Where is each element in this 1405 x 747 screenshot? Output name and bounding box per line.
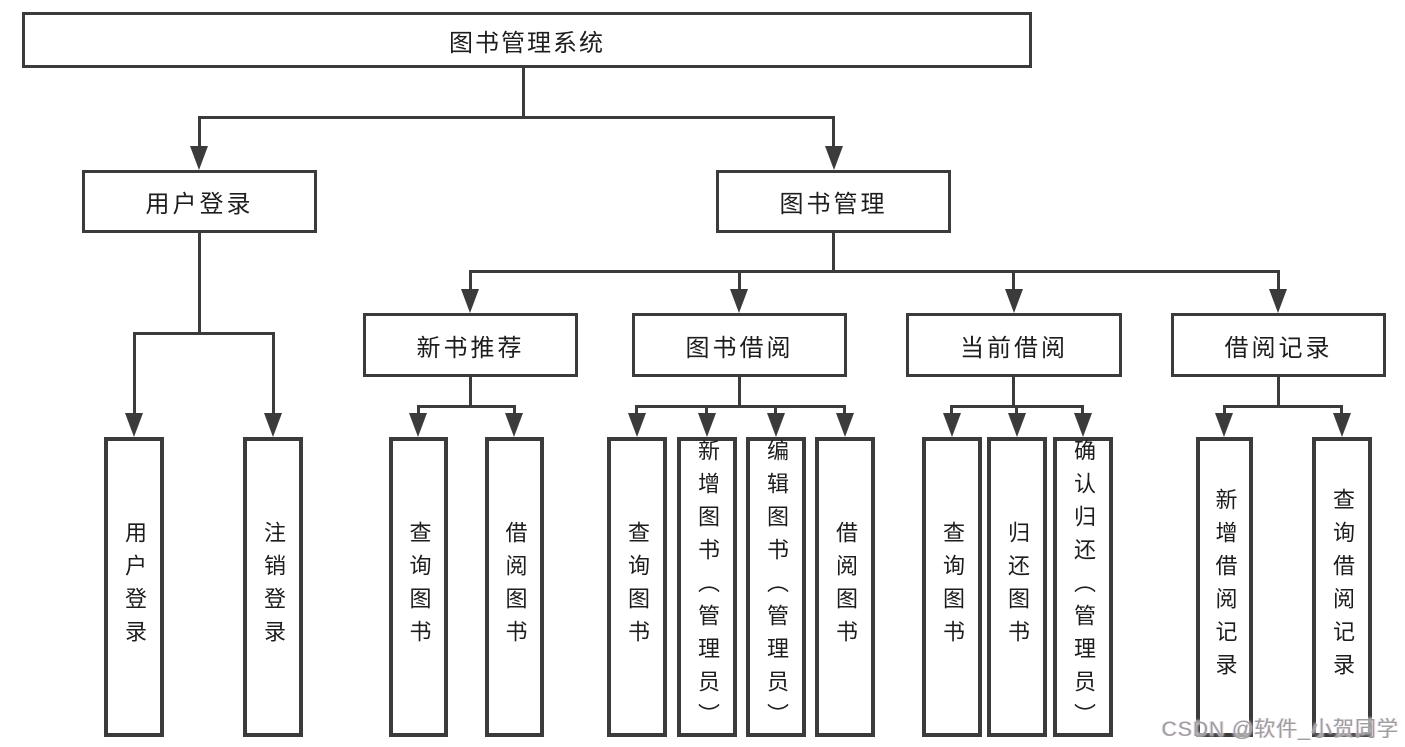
arrowhead [1333, 413, 1351, 437]
connector-level2-branch [198, 116, 835, 119]
connector-stem [469, 377, 472, 408]
connector-arrow-stem [1340, 405, 1343, 417]
connector-branch [1223, 405, 1343, 408]
node-label: 图书管理 [779, 191, 888, 218]
leaf-label: 查询图书 [625, 521, 650, 653]
connector-arrow-stem [950, 405, 953, 417]
connector-arrow-stem [705, 405, 708, 417]
connector-arrow-stem [832, 116, 835, 150]
leaf-add-book-admin: 新增图书（管理员） [677, 437, 737, 737]
arrowhead [698, 413, 716, 437]
connector-arrow-stem [469, 270, 472, 294]
connector-arrow-stem [133, 332, 136, 417]
leaf-logout-login: 注销登录 [243, 437, 303, 737]
node-book-management: 图书管理 [716, 170, 951, 233]
connector-arrow-stem [774, 405, 777, 417]
connector-branch [417, 405, 516, 408]
arrowhead [1215, 413, 1233, 437]
leaf-label: 用户登录 [122, 521, 147, 653]
connector-branch [635, 405, 846, 408]
connector-stem [1012, 377, 1015, 408]
leaf-add-borrow-record: 新增借阅记录 [1196, 437, 1253, 737]
leaf-label: 编辑图书（管理员） [764, 438, 789, 736]
node-label: 用户登录 [145, 191, 254, 218]
leaf-return-books: 归还图书 [987, 437, 1047, 737]
arrowhead [628, 413, 646, 437]
arrowhead [461, 289, 479, 313]
node-new-book-recommendation: 新书推荐 [363, 313, 578, 377]
connector-arrow-stem [738, 270, 741, 294]
leaf-label: 新增借阅记录 [1212, 488, 1238, 686]
leaf-query-books-recommend: 查询图书 [389, 437, 448, 737]
arrowhead [1005, 289, 1023, 313]
leaf-label: 新增图书（管理员） [695, 438, 720, 736]
leaf-label: 确认归还（管理员） [1071, 438, 1096, 736]
leaf-user-login: 用户登录 [104, 437, 164, 737]
connector-stem [738, 377, 741, 408]
arrowhead [505, 413, 523, 437]
arrowhead [1074, 413, 1092, 437]
leaf-label: 借阅图书 [502, 521, 528, 653]
arrowhead [730, 289, 748, 313]
arrowhead [1269, 289, 1287, 313]
node-label: 借阅记录 [1224, 334, 1333, 362]
connector-book-management-stem [832, 233, 835, 273]
leaf-label: 查询借阅记录 [1330, 488, 1355, 686]
connector-user-login-stem [198, 233, 201, 335]
node-borrowing-records: 借阅记录 [1171, 313, 1386, 377]
arrowhead [190, 146, 208, 170]
arrowhead [264, 413, 282, 437]
leaf-query-books-current: 查询图书 [922, 437, 982, 737]
connector-arrow-stem [1012, 270, 1015, 294]
connector-root-stem [522, 68, 525, 118]
connector-arrow-stem [1277, 270, 1280, 294]
arrowhead [836, 413, 854, 437]
connector-arrow-stem [1081, 405, 1084, 417]
connector-arrow-stem [1223, 405, 1226, 417]
arrowhead [943, 413, 961, 437]
leaf-edit-book-admin: 编辑图书（管理员） [746, 437, 806, 737]
leaf-confirm-return-admin: 确认归还（管理员） [1053, 437, 1113, 737]
node-user-login: 用户登录 [82, 170, 317, 233]
connector-arrow-stem [198, 116, 201, 150]
node-label: 图书管理系统 [449, 29, 605, 57]
connector-level3-branch [469, 270, 1280, 273]
node-label: 图书借阅 [685, 334, 794, 362]
connector-arrow-stem [1015, 405, 1018, 417]
connector-arrow-stem [843, 405, 846, 417]
leaf-label: 归还图书 [1005, 521, 1030, 653]
arrowhead [767, 413, 785, 437]
connector-arrow-stem [635, 405, 638, 417]
leaf-label: 查询图书 [940, 521, 965, 653]
leaf-label: 查询图书 [406, 521, 432, 653]
node-library-management-system: 图书管理系统 [22, 12, 1032, 68]
leaf-borrow-books: 借阅图书 [815, 437, 875, 737]
node-label: 当前借阅 [960, 334, 1068, 362]
connector-arrow-stem [417, 405, 420, 417]
leaf-query-borrow-record: 查询借阅记录 [1312, 437, 1372, 737]
node-label: 新书推荐 [416, 334, 525, 362]
leaf-label: 借阅图书 [833, 521, 858, 653]
arrowhead [125, 413, 143, 437]
arrowhead [825, 146, 843, 170]
node-current-borrowing: 当前借阅 [906, 313, 1122, 377]
connector-arrow-stem [272, 332, 275, 417]
leaf-borrow-books-recommend: 借阅图书 [485, 437, 544, 737]
connector-stem [1277, 377, 1280, 408]
leaf-label: 注销登录 [261, 521, 286, 653]
leaf-query-books-borrowing: 查询图书 [607, 437, 667, 737]
arrowhead [409, 413, 427, 437]
watermark: CSDN @软件_小贺同学 [1161, 718, 1399, 741]
node-book-borrowing: 图书借阅 [632, 313, 847, 377]
connector-user-login-branch [133, 332, 275, 335]
arrowhead [1008, 413, 1026, 437]
connector-arrow-stem [513, 405, 516, 417]
